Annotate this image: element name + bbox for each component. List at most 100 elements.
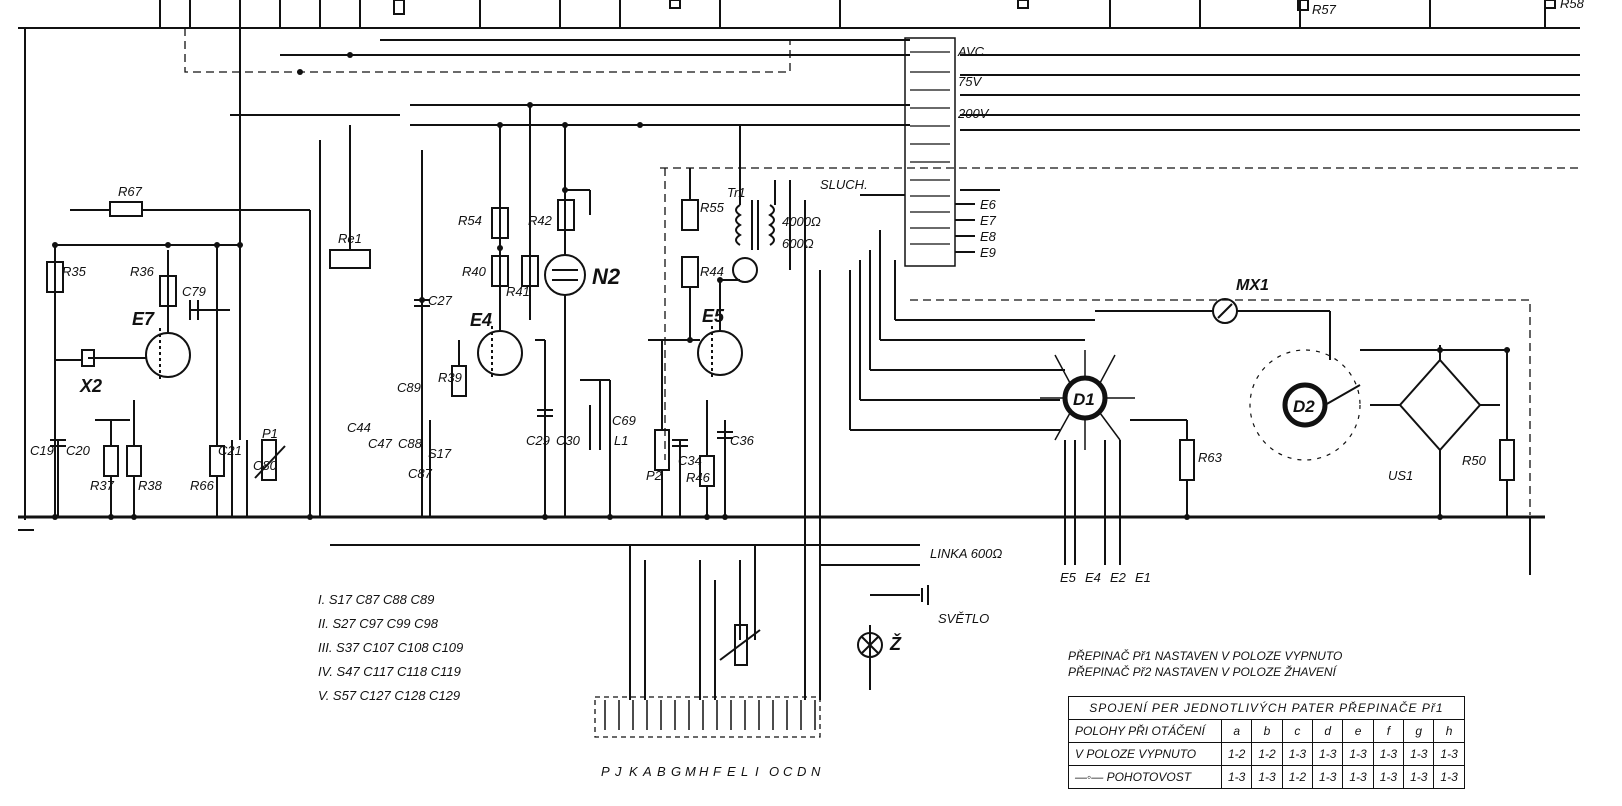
legend-row: II. S27 C97 C99 C98 (318, 616, 438, 631)
table-col-header: a (1220, 719, 1253, 743)
connector-pin-label: M (685, 764, 696, 779)
table-cell: 1-3 (1281, 742, 1314, 766)
table-cell: 1-2 (1220, 742, 1253, 766)
label-r40: R40 (462, 264, 487, 279)
label-re1: Re1 (338, 231, 362, 246)
table-col-header: g (1403, 719, 1435, 743)
table-header-label: POLOHY PŘI OTÁČENÍ (1068, 719, 1222, 743)
label-c69: C69 (612, 413, 636, 428)
label-p2: P2 (646, 468, 663, 483)
label-r63: R63 (1198, 450, 1223, 465)
label-75v: 75V (958, 74, 982, 89)
label-r35: R35 (62, 264, 87, 279)
table-cell: 1-3 (1342, 765, 1374, 789)
connector-pin-label: L (741, 764, 748, 779)
label-r54: R54 (458, 213, 482, 228)
table-col-header: f (1372, 719, 1405, 743)
label-e9: E9 (980, 245, 996, 260)
table-col-header: c (1281, 719, 1314, 743)
label-sluch: SLUCH. (820, 177, 868, 192)
connector-pin-label: H (699, 764, 709, 779)
label-d1: D1 (1073, 390, 1095, 409)
table-cell: 1-3 (1251, 765, 1283, 789)
switch-notes: PŘEPINAČ Př1 NASTAVEN V POLOZE VYPNUTO P… (1068, 648, 1342, 680)
label-r42: R42 (528, 213, 553, 228)
table-cell: 1-3 (1312, 742, 1344, 766)
table-cell: 1-3 (1403, 742, 1435, 766)
row-label: —◦— POHOTOVOST (1068, 765, 1222, 789)
label-tr1-4000: 4000Ω (782, 214, 821, 229)
label-c87: C87 (408, 466, 433, 481)
label-r55: R55 (700, 200, 725, 215)
coil-capacitor-legend: I. S17 C87 C88 C89 II. S27 C97 C99 C98 I… (318, 588, 463, 708)
connector-pin-label: I (755, 764, 759, 779)
label-c44: C44 (347, 420, 371, 435)
label-bottom-e5: E5 (1060, 570, 1077, 585)
connector-pin-label: F (713, 764, 722, 779)
label-svetlo: SVĚTLO (938, 611, 989, 626)
row-label: V POLOZE VYPNUTO (1068, 742, 1222, 766)
label-r58: R58 (1560, 0, 1585, 11)
connector-pin-label: E (727, 764, 736, 779)
label-n2: N2 (592, 264, 621, 289)
legend-row: III. S37 C107 C108 C109 (318, 640, 464, 655)
connector-pin-label: G (671, 764, 681, 779)
note-line: PŘEPINAČ Př2 NASTAVEN V POLOZE ŽHAVENÍ (1068, 665, 1336, 679)
label-r57: R57 (1312, 2, 1337, 17)
label-z-lamp: Ž (889, 633, 902, 654)
legend-row: V. S57 C127 C128 C129 (318, 688, 461, 703)
label-mx1: MX1 (1236, 277, 1269, 294)
table-cell: 1-2 (1251, 742, 1283, 766)
connector-pin-label: P (601, 764, 610, 779)
table-cell: 1-3 (1312, 765, 1344, 789)
label-e8: E8 (980, 229, 997, 244)
connector-pin-label: A (642, 764, 652, 779)
label-r66: R66 (190, 478, 215, 493)
connector-pin-label: K (629, 764, 639, 779)
legend-row: IV. S47 C117 C118 C119 (318, 664, 461, 679)
label-r67: R67 (118, 184, 143, 199)
table-row: V POLOZE VYPNUTO 1-2 1-2 1-3 1-3 1-3 1-3… (1068, 742, 1465, 766)
label-r37: R37 (90, 478, 115, 493)
label-bottom-e1: E1 (1135, 570, 1151, 585)
label-d2: D2 (1293, 397, 1315, 416)
label-bottom-e2: E2 (1110, 570, 1127, 585)
connector-pin-label: O (769, 764, 779, 779)
label-c47: C47 (368, 436, 393, 451)
table-cell: 1-3 (1403, 765, 1435, 789)
label-s17: S17 (428, 446, 452, 461)
label-l1: L1 (614, 433, 628, 448)
table-cell: 1-3 (1342, 742, 1374, 766)
table-title: SPOJENÍ PER JEDNOTLIVÝCH PATER PŘEPINAČE… (1068, 696, 1465, 720)
label-c29: C29 (526, 433, 550, 448)
label-e5: E5 (702, 306, 725, 326)
table-cell: 1-3 (1372, 742, 1405, 766)
label-c27: C27 (428, 293, 453, 308)
table-row: —◦— POHOTOVOST 1-3 1-3 1-2 1-3 1-3 1-3 1… (1068, 765, 1465, 789)
connector-pin-label: N (811, 764, 821, 779)
table-col-header: d (1312, 719, 1344, 743)
label-c89: C89 (397, 380, 421, 395)
label-tr1-600: 600Ω (782, 236, 814, 251)
label-r39: R39 (438, 370, 462, 385)
table-header-row: POLOHY PŘI OTÁČENÍ a b c d e f g h (1068, 719, 1465, 743)
label-r44: R44 (700, 264, 724, 279)
label-avc: AVC (957, 44, 985, 59)
label-c88: C88 (398, 436, 423, 451)
table-col-header: h (1433, 719, 1465, 743)
label-200v: 200V (957, 106, 990, 121)
label-e7-out: E7 (980, 213, 997, 228)
label-r41: R41 (506, 284, 530, 299)
label-linka: LINKA 600Ω (930, 546, 1002, 561)
connector-pin-label: D (797, 764, 806, 779)
table-cell: 1-3 (1372, 765, 1405, 789)
table-cell: 1-3 (1433, 742, 1465, 766)
label-p1: P1 (262, 426, 278, 441)
label-x2: X2 (79, 376, 102, 396)
connector-pin-label: J (614, 764, 622, 779)
label-r50: R50 (1462, 453, 1487, 468)
label-bottom-e4: E4 (1085, 570, 1101, 585)
table-col-header: e (1342, 719, 1374, 743)
table-col-header: b (1251, 719, 1283, 743)
